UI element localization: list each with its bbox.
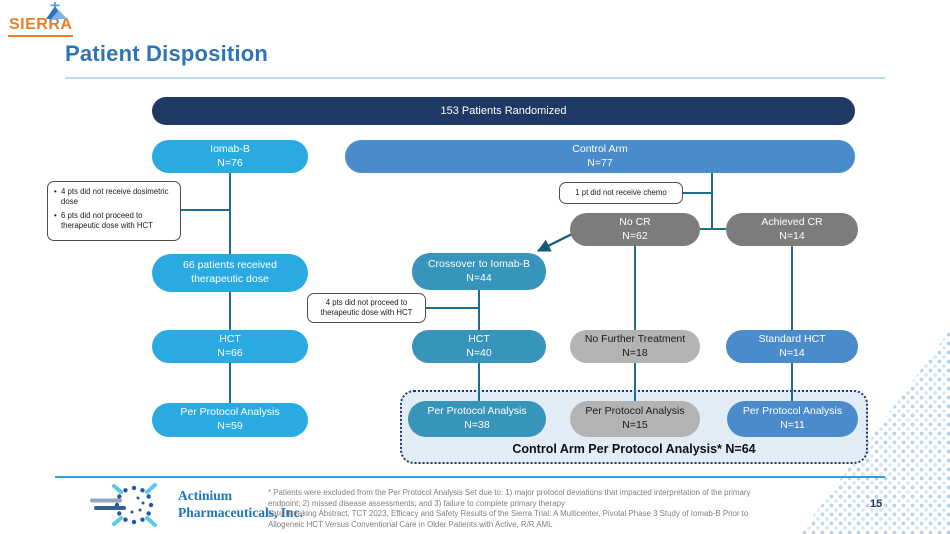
title-underline xyxy=(65,77,885,79)
box-hct-66: HCT N=66 xyxy=(152,330,308,363)
control-ppa-caption: Control Arm Per Protocol Analysis* N=64 xyxy=(512,442,756,456)
note-crossover-exclusion: 4 pts did not proceed to therapeutic dos… xyxy=(307,293,426,323)
page-number: 15 xyxy=(870,498,883,510)
note-chemo-exclusion: 1 pt did not receive chemo xyxy=(559,182,683,204)
actinium-wordmark: Actinium Pharmaceuticals, Inc. xyxy=(178,488,303,520)
page-title: Patient Disposition xyxy=(65,41,269,66)
box-standard-hct: Standard HCT N=14 xyxy=(726,330,858,363)
box-no-further-treatment: No Further Treatment N=18 xyxy=(570,330,700,363)
mountain-icon xyxy=(46,2,67,19)
note-iomab-exclusions: 4 pts did not receive dosimetric dose 6 … xyxy=(47,181,181,241)
box-ppa-38: Per Protocol Analysis N=38 xyxy=(408,401,546,437)
box-received-therapeutic-dose: 66 patients received therapeutic dose xyxy=(152,254,308,292)
box-control-arm: Control Arm N=77 xyxy=(345,140,855,173)
footnote: * Patients were excluded from the Per Pr… xyxy=(268,488,751,529)
box-no-cr: No CR N=62 xyxy=(570,213,700,246)
box-ppa-59: Per Protocol Analysis N=59 xyxy=(152,403,308,437)
box-ppa-15: Per Protocol Analysis N=15 xyxy=(570,401,700,437)
box-crossover: Crossover to Iomab-B N=44 xyxy=(412,253,546,290)
box-randomized: 153 Patients Randomized xyxy=(152,97,855,125)
box-achieved-cr: Achieved CR N=14 xyxy=(726,213,858,246)
box-ppa-11: Per Protocol Analysis N=11 xyxy=(727,401,858,437)
actinium-logo: Actinium Pharmaceuticals, Inc. xyxy=(88,482,303,528)
box-hct-40: HCT N=40 xyxy=(412,330,546,363)
sierra-wordmark: SIERRA xyxy=(8,4,74,37)
actinium-atom-icon xyxy=(90,483,157,527)
footer-divider xyxy=(55,476,885,478)
sierra-logo: SIERRA xyxy=(8,2,74,37)
box-iomab-arm: Iomab-B N=76 xyxy=(152,140,308,173)
